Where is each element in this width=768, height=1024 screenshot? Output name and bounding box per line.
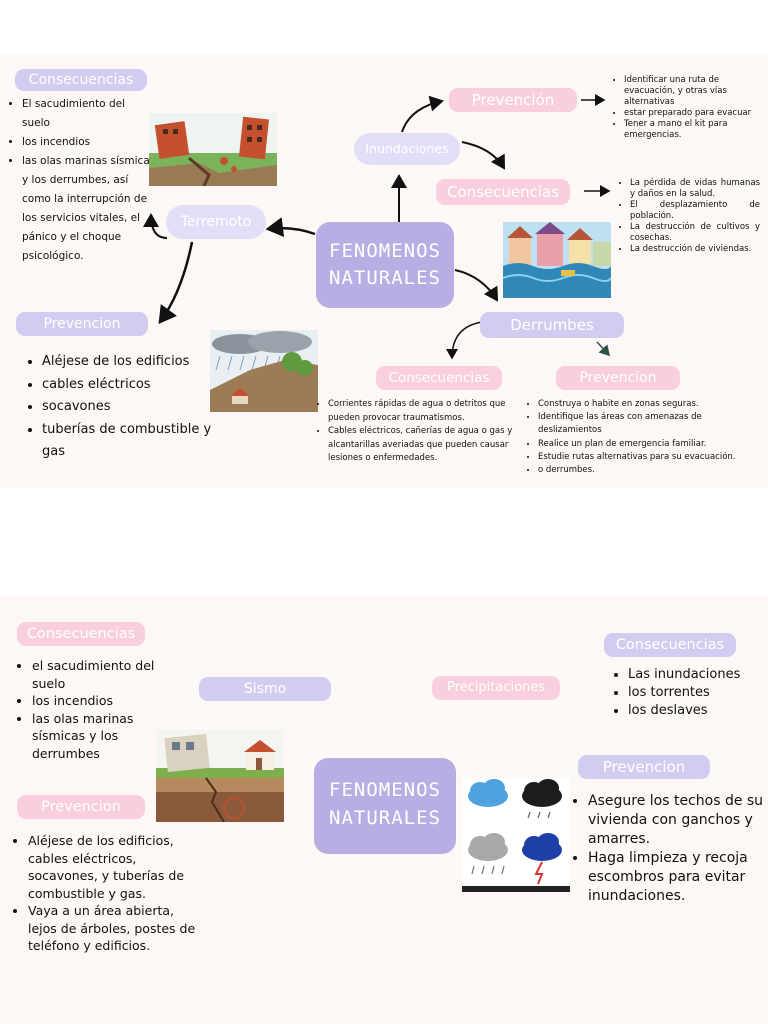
center-title-line-2: NATURALES <box>329 267 441 289</box>
list-item: los torrentes <box>628 684 764 702</box>
blue-cloud-icon <box>468 779 508 807</box>
list-item: Las inundaciones <box>628 666 764 684</box>
list-item: El sacudimiento del suelo <box>22 95 156 133</box>
list-item: Haga limpieza y recoja escombros para ev… <box>588 849 764 906</box>
list-precipitaciones-consecuencias: Las inundaciones los torrentes los desla… <box>614 666 764 720</box>
node-inundaciones: Inundaciones <box>354 133 460 165</box>
list-terremoto-consecuencias: El sacudimiento del suelo los incendios … <box>8 95 156 266</box>
list-item: Identificar una ruta de evacuación, y ot… <box>624 75 768 108</box>
gray-cloud-icon <box>468 833 508 875</box>
node-terremoto: Terremoto <box>166 205 266 239</box>
dark-cloud-icon <box>522 779 562 819</box>
list-inundaciones-prevencion: Identificar una ruta de evacuación, y ot… <box>610 75 768 141</box>
list-item: socavones <box>42 396 218 419</box>
arrow-derrumbes-to-prevencion <box>596 341 611 357</box>
storm-cloud-icon <box>522 833 562 885</box>
list-item: Realice un plan de emergencia familiar. <box>538 438 768 451</box>
list-item: tuberías de combustible y gas <box>42 419 218 464</box>
list-item: estar preparado para evacuar <box>624 108 768 119</box>
list-item: cables eléctricos <box>42 374 218 397</box>
earthquake-houses-illustration <box>156 730 284 822</box>
center-node-fenomenos-naturales: FENOMENOS NATURALES <box>316 222 454 308</box>
label-sismo-consecuencias: Consecuencias <box>17 622 145 646</box>
list-item: Corrientes rápidas de agua o detritos qu… <box>328 398 519 425</box>
list-sismo-prevencion: Aléjese de los edificios, cables eléctri… <box>14 832 206 955</box>
flood-illustration <box>503 222 611 298</box>
earthquake-illustration <box>149 113 277 186</box>
arrow-derrumbes-to-consecuencias <box>446 321 483 360</box>
arrow-center-to-terremoto <box>265 217 316 238</box>
list-item: El desplazamiento de población. <box>630 200 760 222</box>
landslide-illustration <box>210 330 318 412</box>
list-derrumbes-consecuencias: Corrientes rápidas de agua o detritos qu… <box>314 398 519 466</box>
list-item: Estudie rutas alternativas para su evacu… <box>538 451 768 464</box>
list-derrumbes-prevencion: Construya o habite en zonas seguras. Ide… <box>524 398 768 477</box>
label-terremoto-prevencion: Prevencion <box>16 312 148 336</box>
node-derrumbes: Derrumbes <box>480 312 624 338</box>
list-item: los deslaves <box>628 702 764 720</box>
arrow-center-to-derrumbes <box>454 269 499 302</box>
list-terremoto-prevencion: Aléjese de los edificios cables eléctric… <box>28 351 218 464</box>
list-inundaciones-consecuencias: La pérdida de vidas humanas y daños en l… <box>616 178 760 255</box>
list-item: Asegure los techos de su vivienda con ga… <box>588 792 764 849</box>
list-item: Aléjese de los edificios <box>42 351 218 374</box>
label-derrumbes-prevencion: Prevencion <box>556 366 680 390</box>
list-item: las olas marinas sísmicas y los derrumbe… <box>32 710 176 763</box>
list-item: Vaya a un área abierta, lejos de árboles… <box>28 902 206 955</box>
label-terremoto-consecuencias: Consecuencias <box>15 69 147 91</box>
label-sismo-prevencion: Prevencion <box>17 795 145 819</box>
center-title-line-2: NATURALES <box>329 807 441 829</box>
list-item: Identifique las áreas con amenazas de de… <box>538 411 768 437</box>
list-item: o derrumbes. <box>538 464 768 477</box>
list-item: Cables eléctricos, cañerías de agua o ga… <box>328 425 519 466</box>
list-item: La destrucción de cultivos y cosechas. <box>630 222 760 244</box>
list-precipitaciones-prevencion: Asegure los techos de su vivienda con ga… <box>574 792 764 906</box>
center-title-line-1: FENOMENOS <box>329 240 441 262</box>
center-node-fenomenos-naturales-2: FENOMENOS NATURALES <box>314 758 456 854</box>
list-item: La pérdida de vidas humanas y daños en l… <box>630 178 760 200</box>
label-inundaciones-prevencion: Prevención <box>449 88 577 112</box>
node-precipitaciones: Precipitaciones <box>432 676 560 700</box>
node-sismo: Sismo <box>199 677 331 701</box>
center-title-line-1: FENOMENOS <box>329 779 441 801</box>
arrow-inundaciones-to-prevencion <box>401 95 444 133</box>
list-item: Construya o habite en zonas seguras. <box>538 398 768 411</box>
rain-clouds-illustration <box>462 778 570 892</box>
list-item: el sacudimiento del suelo <box>32 657 176 692</box>
list-item: las olas marinas sísmicas y los derrumbe… <box>22 152 156 266</box>
list-sismo-consecuencias: el sacudimiento del suelo los incendios … <box>18 657 176 762</box>
list-item: los incendios <box>22 133 156 152</box>
list-item: Tener a mano el kit para emergencias. <box>624 119 768 141</box>
arrow-terremoto-to-prevencion <box>158 241 194 325</box>
label-inundaciones-consecuencias: Consecuencias <box>436 179 570 205</box>
label-derrumbes-consecuencias: Consecuencias <box>376 366 502 390</box>
list-item: Aléjese de los edificios, cables eléctri… <box>28 832 206 902</box>
label-precipitaciones-prevencion: Prevencion <box>578 755 710 779</box>
arrow-terremoto-to-consecuencias <box>143 213 168 239</box>
list-item: los incendios <box>32 692 176 710</box>
arrow-inundaciones-to-consecuencias <box>461 141 506 170</box>
list-item: La destrucción de viviendas. <box>630 244 760 255</box>
label-precipitaciones-consecuencias: Consecuencias <box>604 633 736 657</box>
